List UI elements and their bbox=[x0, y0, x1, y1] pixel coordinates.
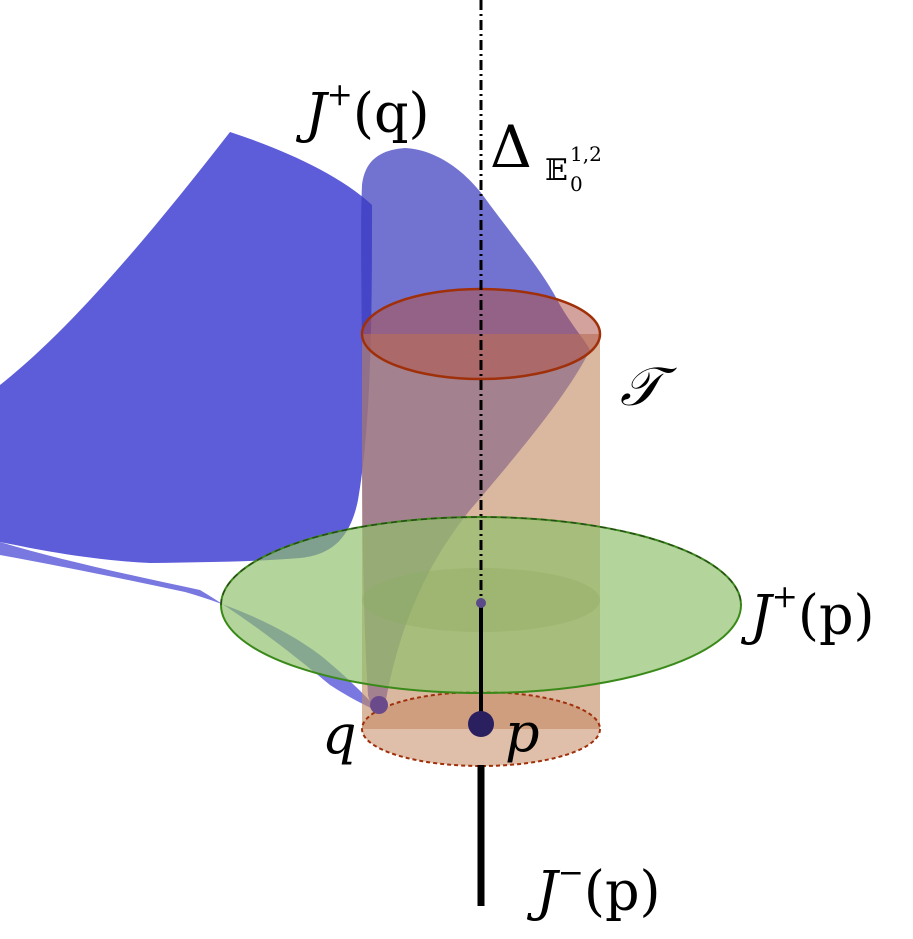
label-j-plus-p-name: J bbox=[750, 583, 772, 647]
label-j-minus-p-arg: (p) bbox=[583, 859, 661, 923]
label-j-plus-p-arg: (p) bbox=[797, 583, 875, 647]
label-delta-symbol: Δ bbox=[490, 113, 532, 181]
label-torus: 𝒯 bbox=[620, 355, 662, 418]
label-j-minus-p: J−(p) bbox=[536, 855, 661, 919]
label-j-minus-p-name: J bbox=[536, 859, 558, 923]
j-plus-q-surface-lower-flap bbox=[0, 542, 380, 712]
label-j-plus-q: J+(q) bbox=[305, 77, 430, 141]
label-p: p bbox=[505, 701, 540, 764]
label-j-plus-p: J+(p) bbox=[750, 579, 875, 643]
point-p bbox=[468, 711, 494, 737]
label-delta-sub-base: 𝔼 bbox=[545, 153, 568, 188]
label-j-plus-q-name: J bbox=[305, 81, 327, 145]
label-j-plus-q-arg: (q) bbox=[352, 81, 430, 145]
label-j-plus-q-sup: + bbox=[326, 77, 353, 113]
j-plus-p-disc-back-rim bbox=[220, 516, 742, 606]
label-delta-sub-sub: 0 bbox=[570, 172, 583, 196]
disc-center-point bbox=[476, 598, 486, 608]
label-j-minus-p-sup: − bbox=[557, 855, 584, 891]
label-delta: Δ 𝔼 1,2 0 bbox=[490, 118, 602, 194]
label-q: q bbox=[322, 703, 357, 766]
label-delta-sub-sup: 1,2 bbox=[570, 142, 602, 166]
point-q bbox=[370, 696, 388, 714]
j-plus-q-surface-outer bbox=[0, 132, 372, 563]
label-j-plus-p-sup: + bbox=[771, 579, 798, 615]
